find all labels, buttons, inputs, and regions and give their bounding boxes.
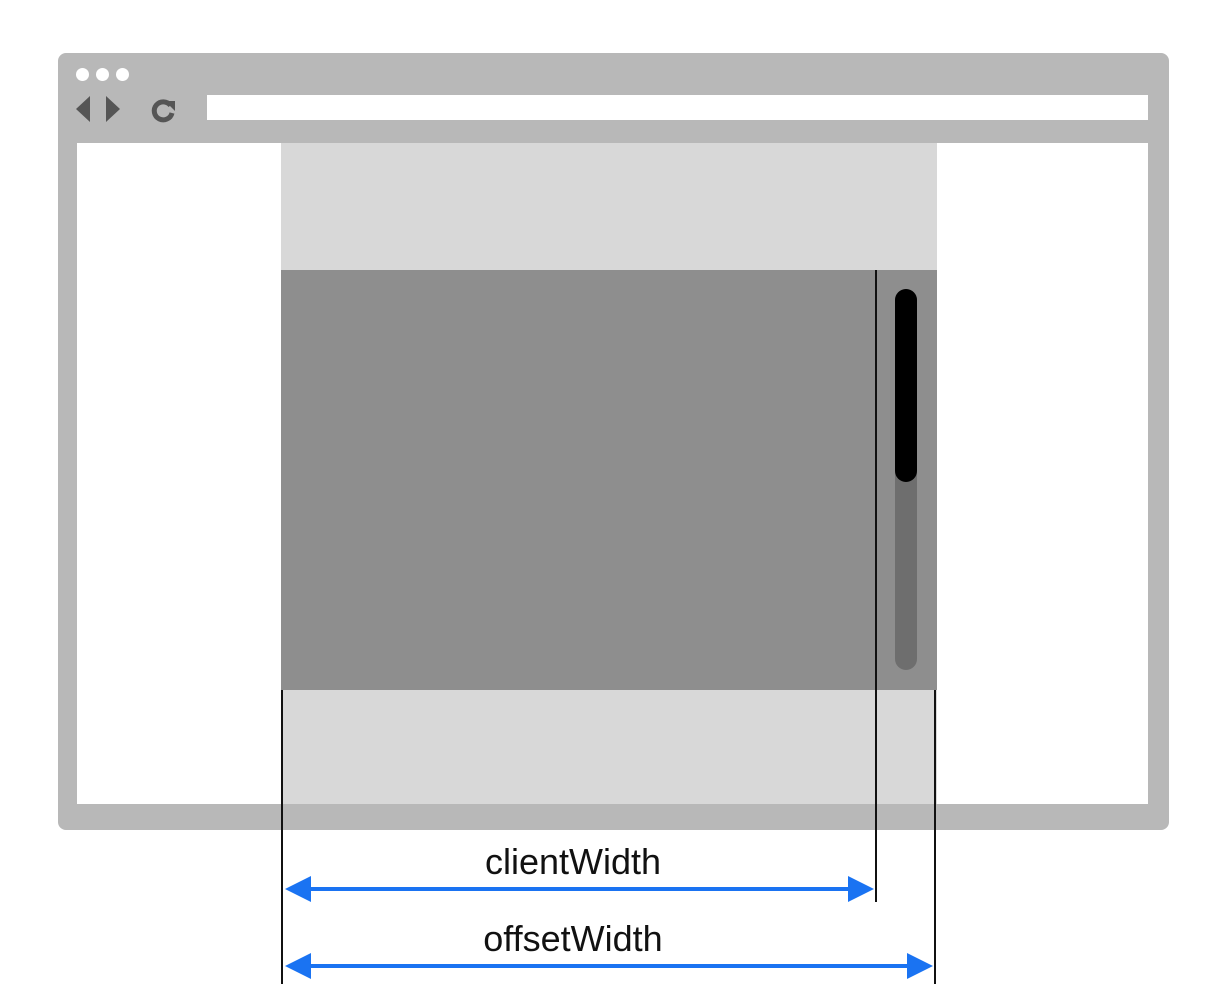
page-area-top <box>281 143 937 270</box>
offset-edge-guide <box>934 690 936 984</box>
client-width-label: clientWidth <box>484 841 662 882</box>
scrollbar-thumb <box>895 289 917 482</box>
window-dot-icon <box>76 68 89 81</box>
window-dot-icon <box>96 68 109 81</box>
client-edge-guide <box>875 270 877 902</box>
forward-arrow-icon <box>106 96 120 122</box>
left-edge-guide <box>281 690 283 984</box>
offset-width-label: offsetWidth <box>483 918 663 959</box>
scrollable-element <box>281 270 937 690</box>
reload-icon <box>151 99 175 123</box>
address-bar <box>207 95 1148 120</box>
window-dot-icon <box>116 68 129 81</box>
back-arrow-icon <box>76 96 90 122</box>
page-area-bottom <box>281 690 937 804</box>
